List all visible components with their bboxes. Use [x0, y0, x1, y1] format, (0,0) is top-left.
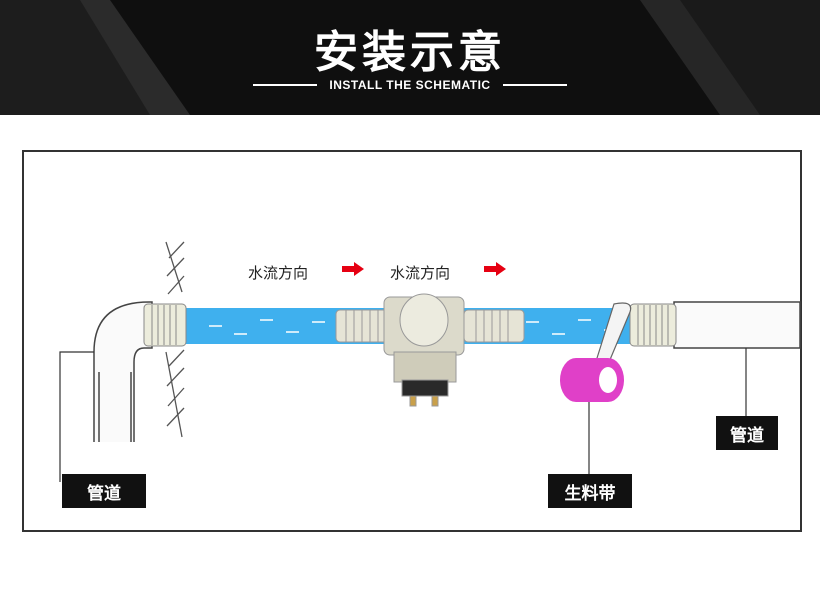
left-elbow-pipe	[93, 301, 153, 442]
right-threaded-joint	[629, 303, 677, 347]
leader-lines	[59, 348, 747, 482]
header-banner: 安装示意 INSTALL THE SCHEMATIC	[0, 0, 820, 115]
page-subtitle: INSTALL THE SCHEMATIC	[329, 78, 491, 92]
subtitle-row: INSTALL THE SCHEMATIC	[0, 78, 820, 92]
flow-arrow-2	[484, 262, 506, 276]
banner-background	[0, 0, 820, 115]
subtitle-divider-right	[502, 84, 567, 86]
label-pipe-left: 管道	[62, 474, 146, 508]
diagram-drawing	[59, 241, 801, 482]
install-diagram: 水流方向 水流方向 管道 生料带 管道	[22, 150, 802, 532]
sealing-tape	[560, 302, 632, 402]
wall-hatch-top	[165, 241, 185, 295]
label-pipe-right: 管道	[716, 416, 778, 450]
flow-arrow-1	[342, 262, 364, 276]
wall-hatch-bottom	[165, 349, 185, 438]
solenoid-valve	[335, 293, 525, 407]
label-sealing-tape: 生料带	[548, 474, 632, 508]
subtitle-divider-left	[253, 84, 318, 86]
left-threaded-joint	[143, 303, 187, 347]
flow-direction-label-1: 水流方向	[248, 264, 309, 282]
page-title: 安装示意	[314, 27, 506, 78]
flow-direction-label-2: 水流方向	[390, 264, 451, 282]
right-pipe	[673, 301, 801, 349]
